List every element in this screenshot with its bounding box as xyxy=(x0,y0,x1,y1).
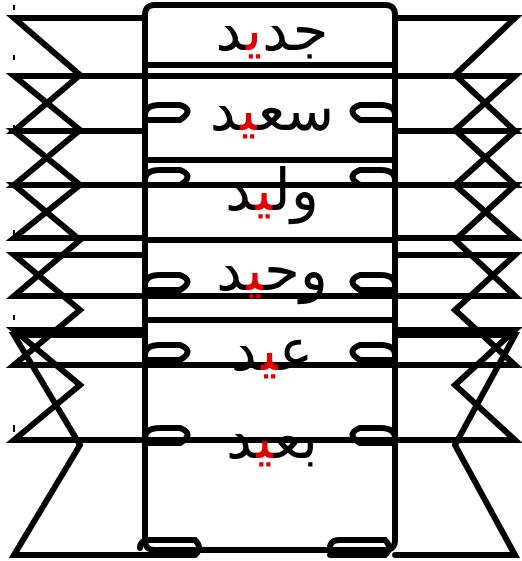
word-3-start: ول xyxy=(272,156,319,225)
word-6: بعيد xyxy=(226,404,318,472)
word-2-start: سع xyxy=(257,76,335,144)
word-4-end: د xyxy=(216,236,248,304)
word-4-start: وح xyxy=(263,236,328,305)
word-4: وحيد xyxy=(216,236,328,305)
word-5-end: د xyxy=(231,316,263,384)
word-1-highlight-letter: ي xyxy=(245,0,262,64)
word-1: جديد xyxy=(216,0,329,64)
word-6-start: بع xyxy=(273,404,318,472)
word-6-end: د xyxy=(226,404,258,472)
word-5-start: ع xyxy=(278,316,314,384)
word-3: وليد xyxy=(225,156,319,225)
word-5: عيد xyxy=(231,316,314,384)
word-5-highlight-letter: ي xyxy=(260,316,280,384)
ribbon-left-6 xyxy=(14,330,145,440)
ribbon-right-6 xyxy=(395,330,515,440)
word-2-highlight-letter: ي xyxy=(239,76,259,144)
word-2-end: د xyxy=(210,76,242,144)
word-3-highlight-letter: ي xyxy=(255,156,275,224)
word-4-highlight-letter: ي xyxy=(246,236,266,304)
word-1-start: جد xyxy=(262,0,328,64)
word-6-highlight-letter: ي xyxy=(255,404,275,472)
word-1-end: د xyxy=(216,0,248,64)
word-2: سعيد xyxy=(210,76,335,144)
word-3-end: د xyxy=(225,156,257,224)
